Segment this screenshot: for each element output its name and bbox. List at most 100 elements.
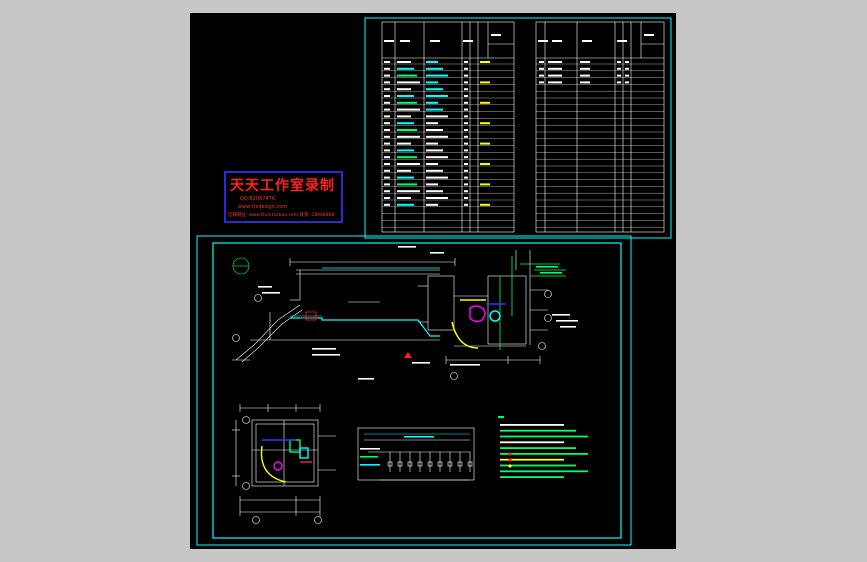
table-glyph [384, 183, 390, 186]
annotation-glyph [552, 314, 570, 316]
table-glyph [426, 176, 448, 179]
table-glyph [617, 67, 621, 70]
inner-frame [212, 242, 622, 539]
table-glyph [426, 149, 443, 152]
annotation-glyph [536, 266, 558, 268]
table-glyph [464, 81, 468, 84]
green-lines [499, 256, 566, 350]
system-node [407, 461, 413, 467]
table-glyph [426, 163, 438, 165]
table-glyph [426, 122, 438, 125]
table-glyph [426, 67, 443, 70]
table-glyph [384, 142, 390, 145]
annotation-glyph [312, 354, 340, 356]
note-bullet [508, 458, 512, 462]
note-line-glyph [500, 470, 588, 473]
annotation-glyph [358, 378, 374, 380]
table-glyph [384, 115, 390, 118]
table-glyph [397, 88, 411, 91]
table-glyph [397, 61, 411, 63]
system-node [437, 461, 443, 467]
table-glyph [426, 169, 443, 172]
plan-equipment [260, 439, 312, 483]
table-glyph [384, 190, 390, 193]
table-glyph [397, 169, 411, 172]
equipment-colored [300, 299, 506, 358]
table-glyph [426, 197, 448, 199]
table-glyph [464, 190, 468, 193]
note-bullet [508, 464, 512, 468]
table-header-glyph [552, 40, 562, 42]
note-line-glyph [500, 424, 564, 426]
table-glyph [464, 183, 468, 186]
table-header-glyph [491, 34, 501, 36]
table-glyph [625, 61, 629, 63]
table-glyph [384, 67, 390, 70]
table-header-glyph [644, 34, 654, 36]
material-table-left [381, 21, 515, 233]
table-glyph [480, 81, 490, 84]
watermark-stamp: 天天工作室录制 QQ:82087476 www.ttxdesign.com 店铺… [224, 171, 343, 223]
note-line-glyph [500, 441, 564, 444]
table-glyph [397, 163, 420, 165]
table-glyph [426, 190, 443, 193]
table-glyph [625, 81, 629, 84]
table-glyph [384, 61, 390, 63]
annotation-glyph [450, 364, 480, 366]
table-glyph [548, 74, 562, 77]
table-header-glyph [617, 40, 627, 42]
table-glyph [426, 81, 438, 84]
table-glyph [464, 74, 468, 77]
table-glyph [397, 142, 411, 145]
system-label-glyph [404, 436, 434, 438]
table-glyph [397, 74, 417, 77]
table-glyph [480, 101, 490, 104]
table-glyph [397, 197, 411, 199]
table-glyph [464, 149, 468, 152]
table-glyph [464, 67, 468, 70]
table-glyph [384, 108, 390, 111]
note-line-glyph [500, 453, 588, 455]
annotation-glyph [540, 272, 562, 274]
table-glyph [426, 61, 438, 63]
table-header-glyph [463, 40, 473, 42]
note-bullet [508, 452, 512, 456]
table-header-glyph [538, 40, 548, 42]
table-glyph [480, 122, 490, 125]
note-line-glyph [500, 458, 564, 461]
table-glyph [426, 135, 448, 138]
note-line-glyph [500, 429, 576, 432]
table-glyph [397, 176, 414, 179]
system-node [457, 461, 463, 467]
watermark-shop: 店铺网址: www.ttxd.taobao.com 联系: 18008888 [228, 213, 335, 218]
table-glyph [464, 169, 468, 172]
table-glyph [580, 61, 590, 63]
system-node [397, 461, 403, 467]
table-glyph [384, 149, 390, 152]
table-glyph [397, 135, 420, 138]
note-line-glyph [500, 464, 576, 467]
table-glyph [480, 203, 490, 206]
system-node [417, 461, 423, 467]
outer-frame [196, 235, 632, 546]
annotation-glyph [258, 286, 272, 288]
table-glyph [397, 108, 420, 111]
table-glyph [384, 88, 390, 91]
table-glyph [464, 108, 468, 111]
table-glyph [397, 122, 414, 125]
table-glyph [384, 135, 390, 138]
watermark-title: 天天工作室录制 [230, 178, 335, 194]
table-frame [364, 17, 672, 239]
note-line-glyph [500, 435, 588, 438]
table-glyph [426, 108, 443, 111]
table-glyph [480, 142, 490, 145]
table-glyph [580, 74, 590, 77]
table-glyph [464, 88, 468, 91]
table-glyph [464, 203, 468, 206]
table-glyph [384, 81, 390, 84]
table-glyph [426, 115, 448, 118]
table-glyph [617, 74, 621, 77]
table-glyph [480, 61, 490, 63]
system-diagram [357, 427, 475, 481]
table-glyph [464, 197, 468, 199]
